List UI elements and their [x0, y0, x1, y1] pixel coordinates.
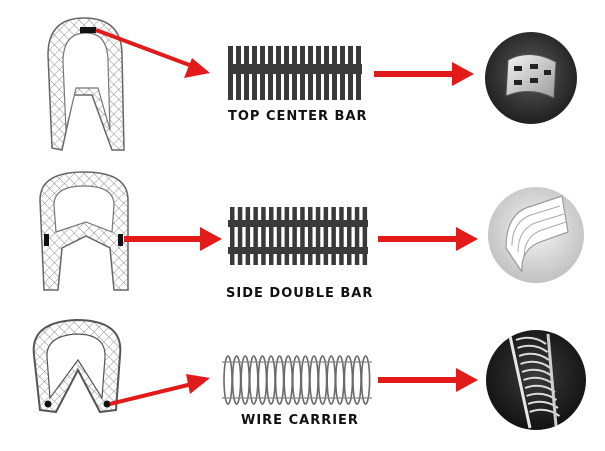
arrow-profile-to-bar-2: [124, 227, 222, 251]
label-side-double-bar: SIDE DOUBLE BAR: [226, 286, 374, 301]
label-top-center-bar: TOP CENTER BAR: [228, 109, 368, 124]
arrow-bar-to-photo-2: [378, 227, 478, 251]
arrow-bar-to-photo-1: [374, 62, 474, 86]
arrow-bar-to-photo-3: [378, 368, 478, 392]
photo-top-center-bar: [485, 32, 577, 124]
profile-wire-carrier: [32, 318, 122, 414]
wire-carrier-coil: [222, 355, 372, 405]
side-bar-marker-right: [118, 234, 123, 246]
label-wire-carrier: WIRE CARRIER: [241, 413, 359, 428]
side-double-bar-strip: [228, 207, 368, 265]
photo-side-double-bar: [488, 187, 584, 283]
top-bar-marker: [80, 27, 96, 33]
top-center-bar-strip: [228, 46, 362, 100]
photo-wire-carrier: [486, 330, 586, 430]
profile-top-center-bar: [47, 17, 125, 151]
profile-side-double-bar: [39, 171, 129, 291]
side-bar-marker-left: [44, 234, 49, 246]
arrow-profile-to-bar-3: [109, 374, 210, 406]
arrow-profile-to-bar-1: [95, 28, 210, 78]
